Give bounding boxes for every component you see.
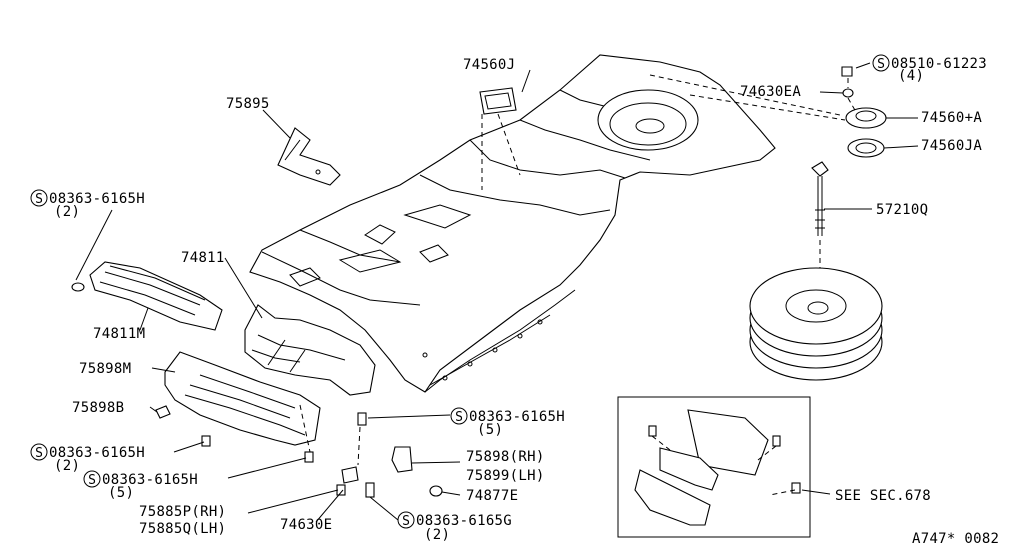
s-symbol-text: S: [402, 514, 410, 529]
undercover-75898M: [164, 351, 321, 446]
bracket-74811: [244, 304, 376, 396]
label-74811: 74811: [181, 250, 225, 266]
label-see-sec: SEE SEC.678: [835, 488, 931, 504]
spare-tire: [749, 267, 883, 381]
s-symbol-text: S: [35, 192, 43, 207]
label-57210Q: 57210Q: [876, 202, 928, 218]
s-symbol-text: S: [35, 446, 43, 461]
label-75885Q: 75885Q(LH): [139, 521, 226, 537]
s-symbol: [450, 407, 468, 425]
label-s-left-top: 08363-6165H: [49, 191, 145, 207]
part-labels: 74560J 75895 08510-61223 (4) 74630EA 745…: [49, 56, 999, 547]
cover-74811M: [71, 261, 223, 331]
label-s-left-top-qty: (2): [54, 204, 80, 220]
label-s-mid-bot: 08363-6165H: [102, 472, 198, 488]
label-74630E: 74630E: [280, 517, 332, 533]
label-s-center: 08363-6165H: [469, 409, 565, 425]
label-s-left-bot: 08363-6165H: [49, 445, 145, 461]
small-parts: [155, 404, 443, 498]
s-symbol-text: S: [877, 57, 885, 72]
rear-floor-pan: [249, 54, 846, 393]
s-symbol: [30, 189, 48, 207]
label-75898B: 75898B: [72, 400, 124, 416]
label-08510-61223: 08510-61223: [891, 56, 987, 72]
label-74877E: 74877E: [466, 488, 518, 504]
label-74560J: 74560J: [463, 57, 515, 73]
spare-tire-hardware: [811, 66, 887, 300]
label-75885P: 75885P(RH): [139, 504, 226, 520]
label-75895: 75895: [226, 96, 270, 112]
s-symbol: [30, 443, 48, 461]
label-74630EA: 74630EA: [740, 84, 801, 100]
s-symbol: [397, 511, 415, 529]
inset-see-sec-678: [617, 396, 811, 538]
pad-74560J: [479, 87, 521, 190]
label-75899LH: 75899(LH): [466, 468, 545, 484]
s-symbol: [83, 470, 101, 488]
s-symbol: [872, 54, 890, 72]
bracket-75895: [277, 127, 341, 186]
s-symbol-text: S: [88, 473, 96, 488]
label-s-bottom-qty: (2): [424, 527, 450, 543]
label-75898M: 75898M: [79, 361, 131, 377]
diagram-code: A747* 0082: [912, 531, 999, 547]
label-s-bottom: 08363-6165G: [416, 513, 512, 529]
label-74560A: 74560+A: [921, 110, 982, 126]
screw-symbols: S S S S S S: [30, 54, 890, 529]
s-symbol-text: S: [455, 410, 463, 425]
label-74560JA: 74560JA: [921, 138, 982, 154]
label-75898RH: 75898(RH): [466, 449, 545, 465]
label-s-mid-bot-qty: (5): [108, 485, 134, 501]
label-08510-qty: (4): [898, 68, 924, 84]
label-s-center-qty: (5): [477, 422, 503, 438]
label-s-left-bot-qty: (2): [54, 458, 80, 474]
leader-lines: [75, 62, 919, 523]
label-74811M: 74811M: [93, 326, 145, 342]
